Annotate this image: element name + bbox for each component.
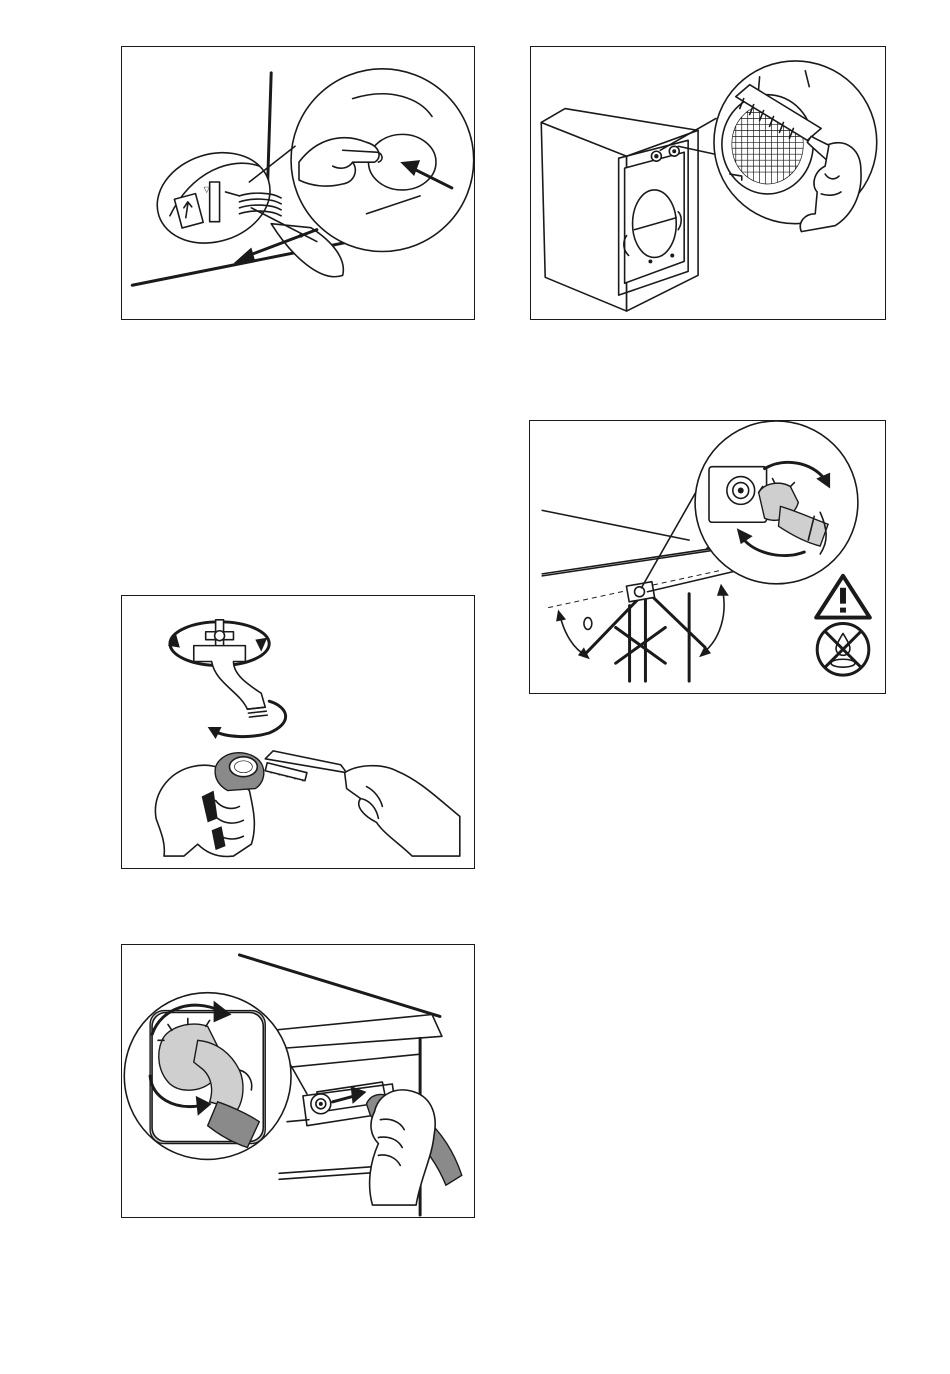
- hose-reconnect-illustration: [530, 421, 885, 693]
- tap-cleaning-illustration: [122, 596, 474, 868]
- figure-dispenser-removal: ▽ ◊: [121, 46, 475, 320]
- no-leak-icon: [817, 624, 869, 676]
- hose-unscrew-illustration: [122, 945, 474, 1217]
- figure-hose-unscrew: [121, 944, 475, 1218]
- inlet-filter-illustration: [531, 47, 885, 319]
- dispenser-removal-illustration: ▽ ◊: [122, 47, 474, 319]
- warning-triangle-icon: [816, 576, 870, 618]
- figure-inlet-filter-brush: [530, 46, 886, 320]
- figure-hose-reconnect-warning: [529, 420, 886, 694]
- figure-tap-nozzle-cleaning: [121, 595, 475, 869]
